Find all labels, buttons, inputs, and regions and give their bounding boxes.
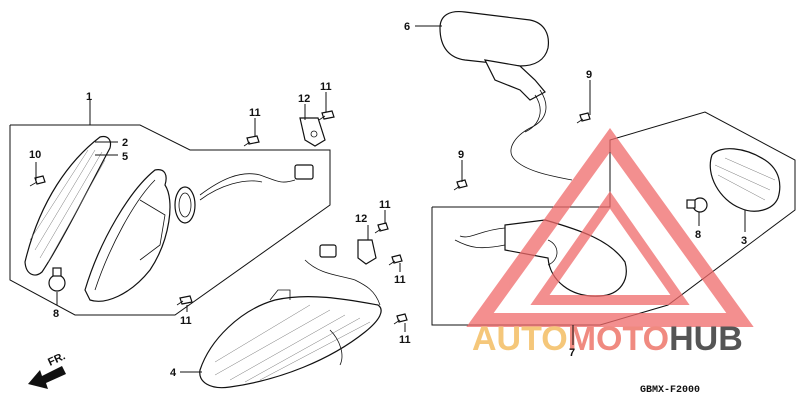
left-socket-wiring — [174, 164, 314, 224]
callout-11: 11 — [399, 334, 411, 346]
callout-8: 8 — [53, 308, 59, 320]
callout-2: 2 — [122, 137, 128, 149]
callout-12: 12 — [355, 213, 367, 225]
front-lamp-wiring — [304, 239, 381, 306]
left-assembly-frame — [9, 124, 331, 316]
right-lens — [709, 148, 781, 212]
screw-icon — [243, 135, 260, 147]
screw-icon — [318, 110, 335, 121]
screw-icon — [374, 222, 389, 234]
upper-bracket — [299, 117, 326, 147]
callout-7: 7 — [569, 347, 575, 359]
screw-icon — [453, 179, 468, 191]
direction-label: FR. — [46, 350, 67, 368]
right-bulb — [686, 197, 708, 213]
front-direction-arrow-icon — [28, 366, 66, 389]
callout-10: 10 — [29, 149, 41, 161]
screw-icon — [29, 175, 46, 187]
callout-11: 11 — [394, 274, 406, 286]
callout-8: 8 — [695, 229, 701, 241]
callout-9: 9 — [458, 149, 464, 161]
leader-lines — [35, 25, 746, 373]
diagram-code: GBMX-F2000 — [640, 385, 700, 396]
watermark-logo — [466, 128, 754, 327]
left-bulb — [48, 267, 66, 292]
callout-5: 5 — [122, 151, 128, 163]
screw-icon — [576, 112, 591, 124]
callout-11: 11 — [320, 81, 332, 93]
left-housing — [84, 169, 171, 302]
callout-11: 11 — [249, 107, 261, 119]
left-side-lens — [24, 135, 112, 276]
callout-labels: 1 2 5 10 8 11 12 11 11 12 11 11 11 11 4 … — [29, 21, 747, 379]
callout-1: 1 — [86, 91, 92, 103]
watermark-text: AUTOMOTOHUB — [472, 320, 743, 358]
callout-9: 9 — [586, 69, 592, 81]
callout-4: 4 — [170, 367, 177, 379]
rear-lamp-top — [439, 10, 573, 181]
screw-icon — [388, 254, 403, 266]
screw-icon — [393, 313, 408, 325]
callout-12: 12 — [298, 93, 310, 105]
screw-icon — [176, 295, 193, 306]
callout-6: 6 — [404, 21, 410, 33]
callout-11: 11 — [180, 315, 192, 327]
callout-3: 3 — [741, 235, 747, 247]
front-lamp — [199, 289, 382, 389]
callout-11: 11 — [379, 199, 391, 211]
